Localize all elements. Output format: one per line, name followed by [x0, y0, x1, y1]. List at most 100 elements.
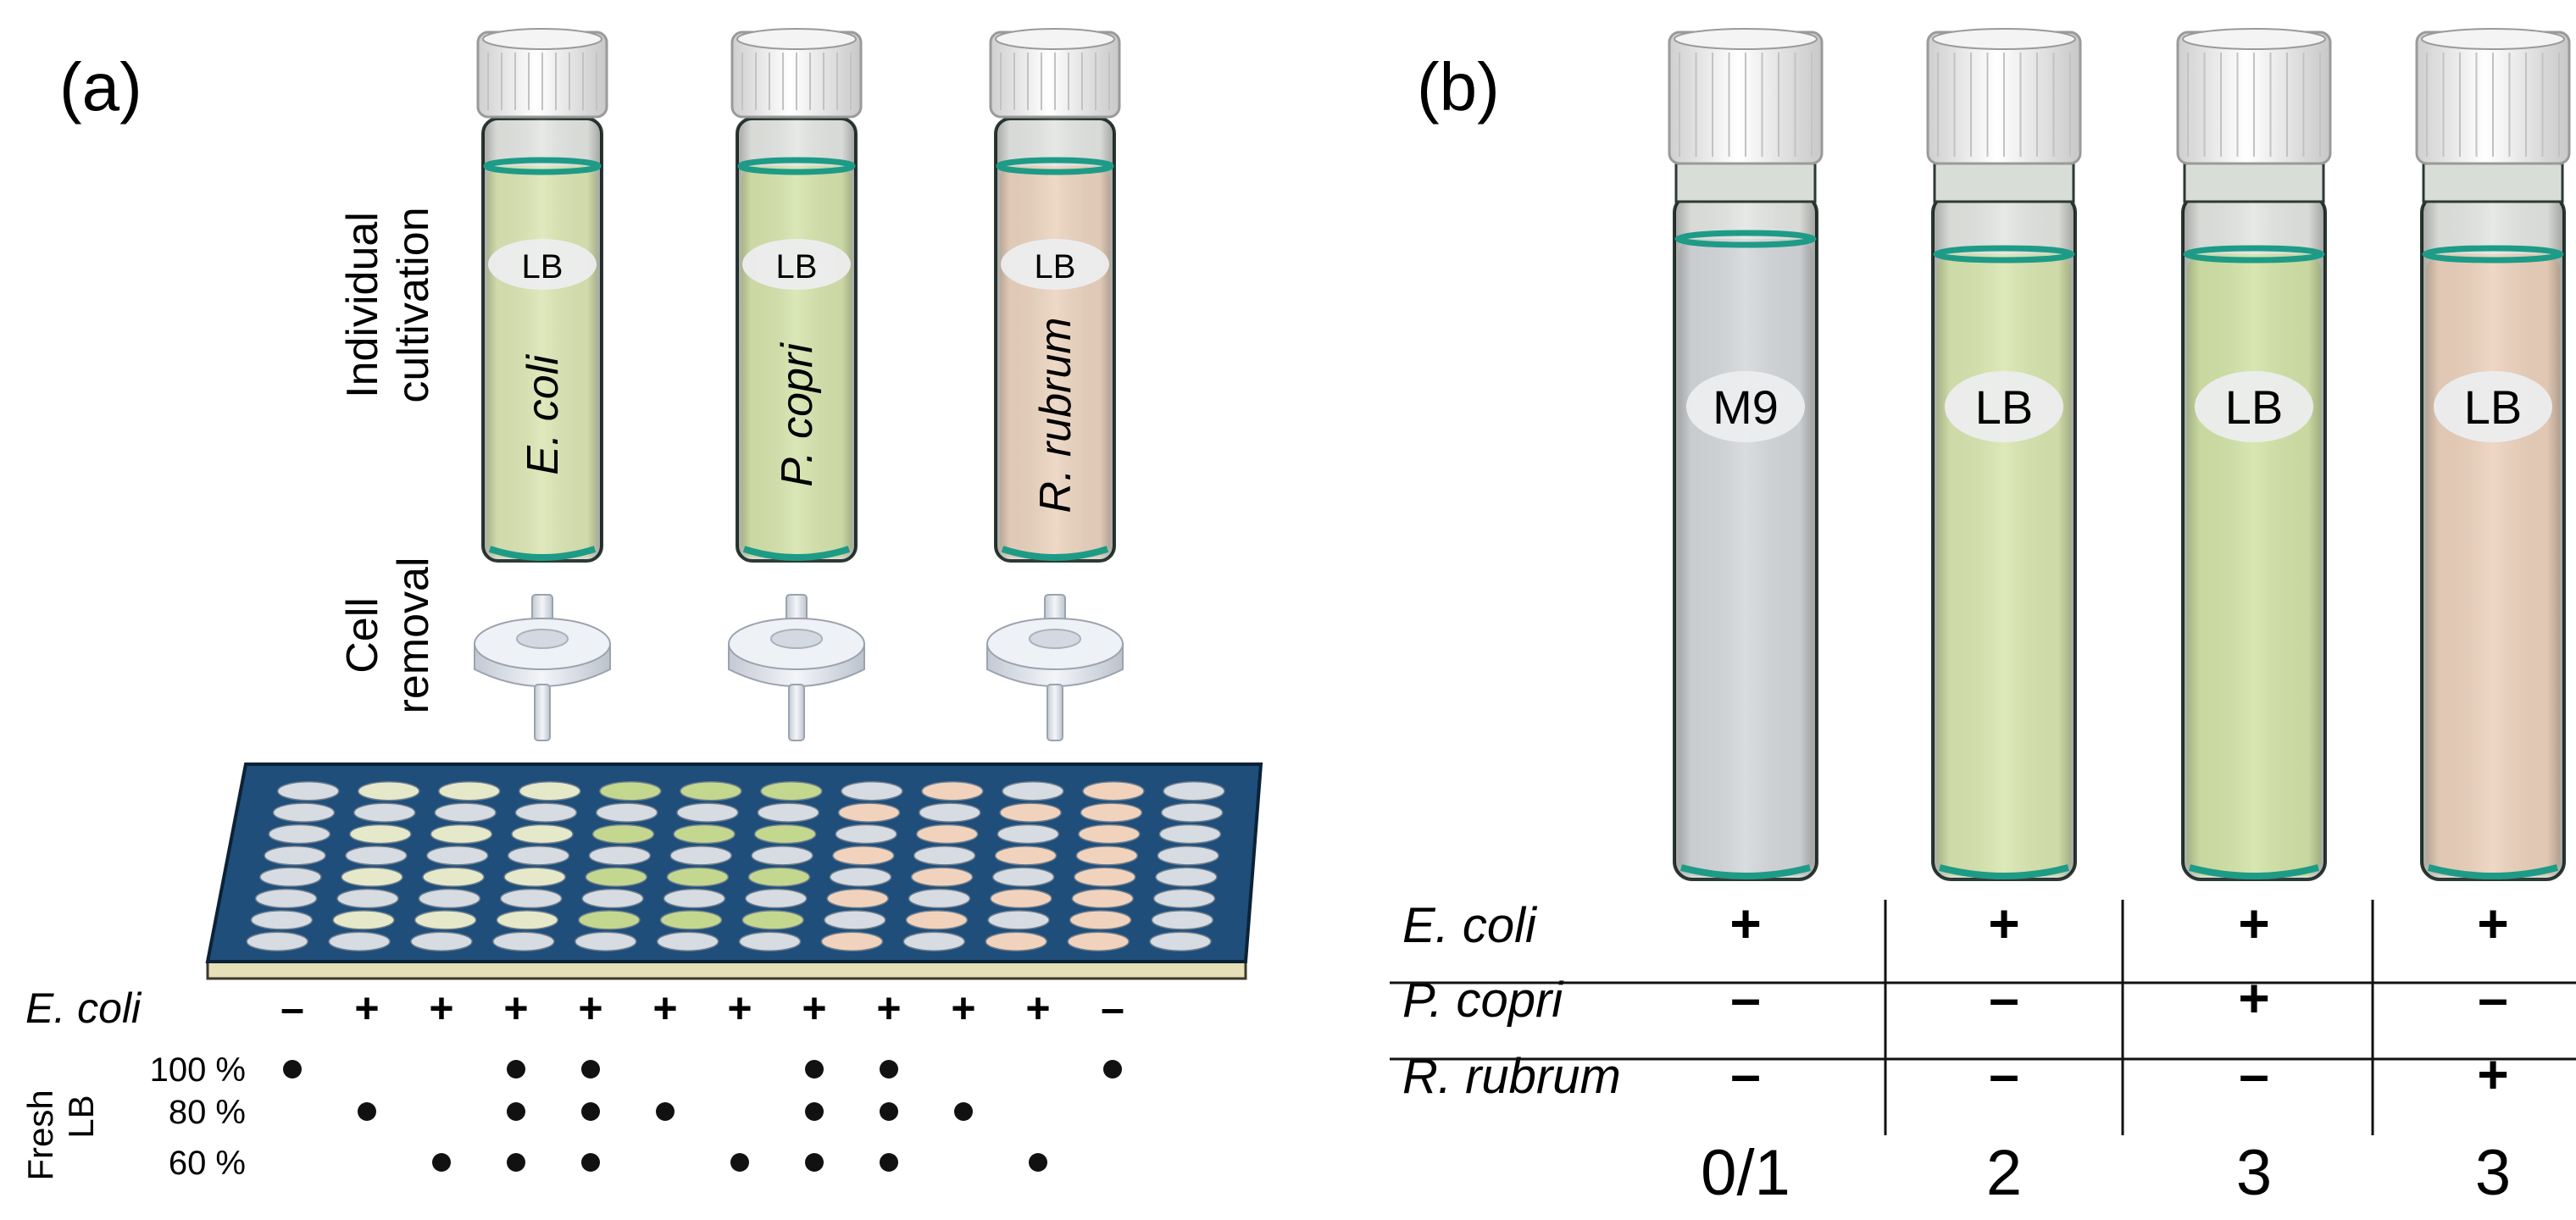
plate-well	[991, 867, 1055, 887]
bottom-rim	[2188, 864, 2320, 879]
ecoli-sign: +	[652, 984, 677, 1032]
fresh-lb-label-line1: Fresh	[20, 1090, 60, 1180]
plate-well	[588, 846, 652, 866]
panel-b-sign: –	[1989, 968, 2019, 1029]
meniscus-rim	[483, 157, 602, 175]
bottom-rim	[1938, 864, 2070, 879]
plate-well	[656, 931, 719, 951]
concentration-dot	[805, 1102, 824, 1121]
ecoli-sign: +	[503, 984, 528, 1032]
plate-well	[599, 781, 662, 801]
ecoli-sign: +	[802, 984, 826, 1032]
cap-top	[1932, 28, 2076, 50]
concentration-dot	[880, 1060, 898, 1079]
filter-hub	[516, 629, 569, 649]
cap-top	[482, 28, 602, 50]
plate-well	[738, 931, 802, 951]
plate-well	[353, 802, 416, 823]
plate-well	[414, 910, 477, 930]
plate-well	[434, 802, 497, 823]
plate-well	[581, 888, 644, 909]
glass-neck	[1674, 162, 1817, 203]
plate-well	[997, 824, 1060, 845]
panel-b-sign: –	[2239, 1044, 2269, 1105]
plate-well	[1158, 824, 1222, 845]
concentration-dot	[581, 1102, 600, 1121]
panel-b-sign: –	[1730, 1044, 1761, 1105]
cell-removal-label-line1: Cell	[338, 597, 387, 674]
ecoli-sign: +	[876, 984, 901, 1032]
plate-well	[826, 888, 889, 909]
plate-well	[905, 910, 969, 930]
plate-well	[332, 910, 395, 930]
glass-shading	[483, 119, 602, 561]
plate-well	[1160, 802, 1224, 823]
bottom-rim	[488, 546, 597, 561]
tube-4: LB	[2415, 28, 2571, 881]
plate-well	[254, 888, 318, 909]
plate-well	[499, 888, 563, 909]
plate-well	[1067, 931, 1130, 951]
meniscus-rim	[2422, 245, 2564, 263]
tube-3: LB	[2176, 28, 2332, 881]
plate-well	[349, 824, 412, 845]
plate-well	[438, 781, 501, 801]
vial-organism: P. copri	[773, 342, 822, 487]
concentration-dot	[1103, 1060, 1122, 1079]
vial-2: LBP. copri	[730, 28, 863, 563]
panel-b-sign: +	[1729, 893, 1761, 954]
syringe-filter-2	[728, 594, 865, 741]
cell-removal-label-line2: removal	[389, 557, 438, 714]
plate-well	[921, 781, 984, 801]
plate-well	[751, 846, 813, 866]
panel-b-sign: –	[2478, 968, 2508, 1029]
tube-medium: LB	[2464, 380, 2523, 434]
tube-1: M9	[1668, 28, 1824, 881]
meniscus-rim	[1674, 230, 1817, 248]
filter-hub	[770, 629, 823, 649]
panel-b-label: (b)	[1417, 49, 1500, 125]
panel-b-sign: +	[2477, 1044, 2508, 1105]
plate-well	[676, 802, 739, 823]
fresh-lb-row-label: 60 %	[169, 1145, 246, 1182]
plate-well	[919, 802, 981, 823]
vial-1: LBE. coli	[476, 28, 608, 563]
tube-medium: LB	[1975, 380, 2034, 434]
plate-well	[673, 824, 736, 845]
plate-well	[760, 781, 823, 801]
panel-b-row-label: R. rubrum	[1402, 1049, 1621, 1104]
concentration-dot	[880, 1153, 898, 1172]
plate-well	[1075, 846, 1139, 866]
tube-score: 3	[2236, 1137, 2272, 1209]
plate-well	[757, 802, 820, 823]
plate-well	[841, 781, 903, 801]
plate-well	[1002, 781, 1064, 801]
plate-well	[663, 888, 726, 909]
plate-well	[503, 867, 566, 887]
glass-shading	[1933, 195, 2075, 879]
concentration-dot	[656, 1102, 675, 1121]
plate-well	[514, 802, 578, 823]
concentration-dot	[581, 1153, 600, 1172]
plate-well	[910, 867, 974, 887]
plate-well	[985, 931, 1048, 951]
panel-b-sign: –	[1989, 1044, 2019, 1105]
plate-well	[994, 846, 1058, 866]
panel-b-sign: +	[1988, 893, 2019, 954]
panel-b-row-label: P. copri	[1402, 973, 1564, 1028]
plate-well	[916, 824, 979, 845]
plate-well	[341, 867, 403, 887]
tube-label-patch	[1686, 371, 1805, 442]
bottom-rim	[2427, 864, 2559, 879]
plate-well	[680, 781, 742, 801]
glass-shading	[737, 119, 856, 561]
tube-score: 2	[1986, 1137, 2022, 1209]
glass-shading	[996, 119, 1114, 561]
plate-well	[492, 931, 555, 951]
plate-well	[1078, 824, 1141, 845]
plate-well	[1163, 781, 1225, 801]
syringe-filter-1	[474, 594, 611, 741]
ecoli-sign: +	[1025, 984, 1050, 1032]
